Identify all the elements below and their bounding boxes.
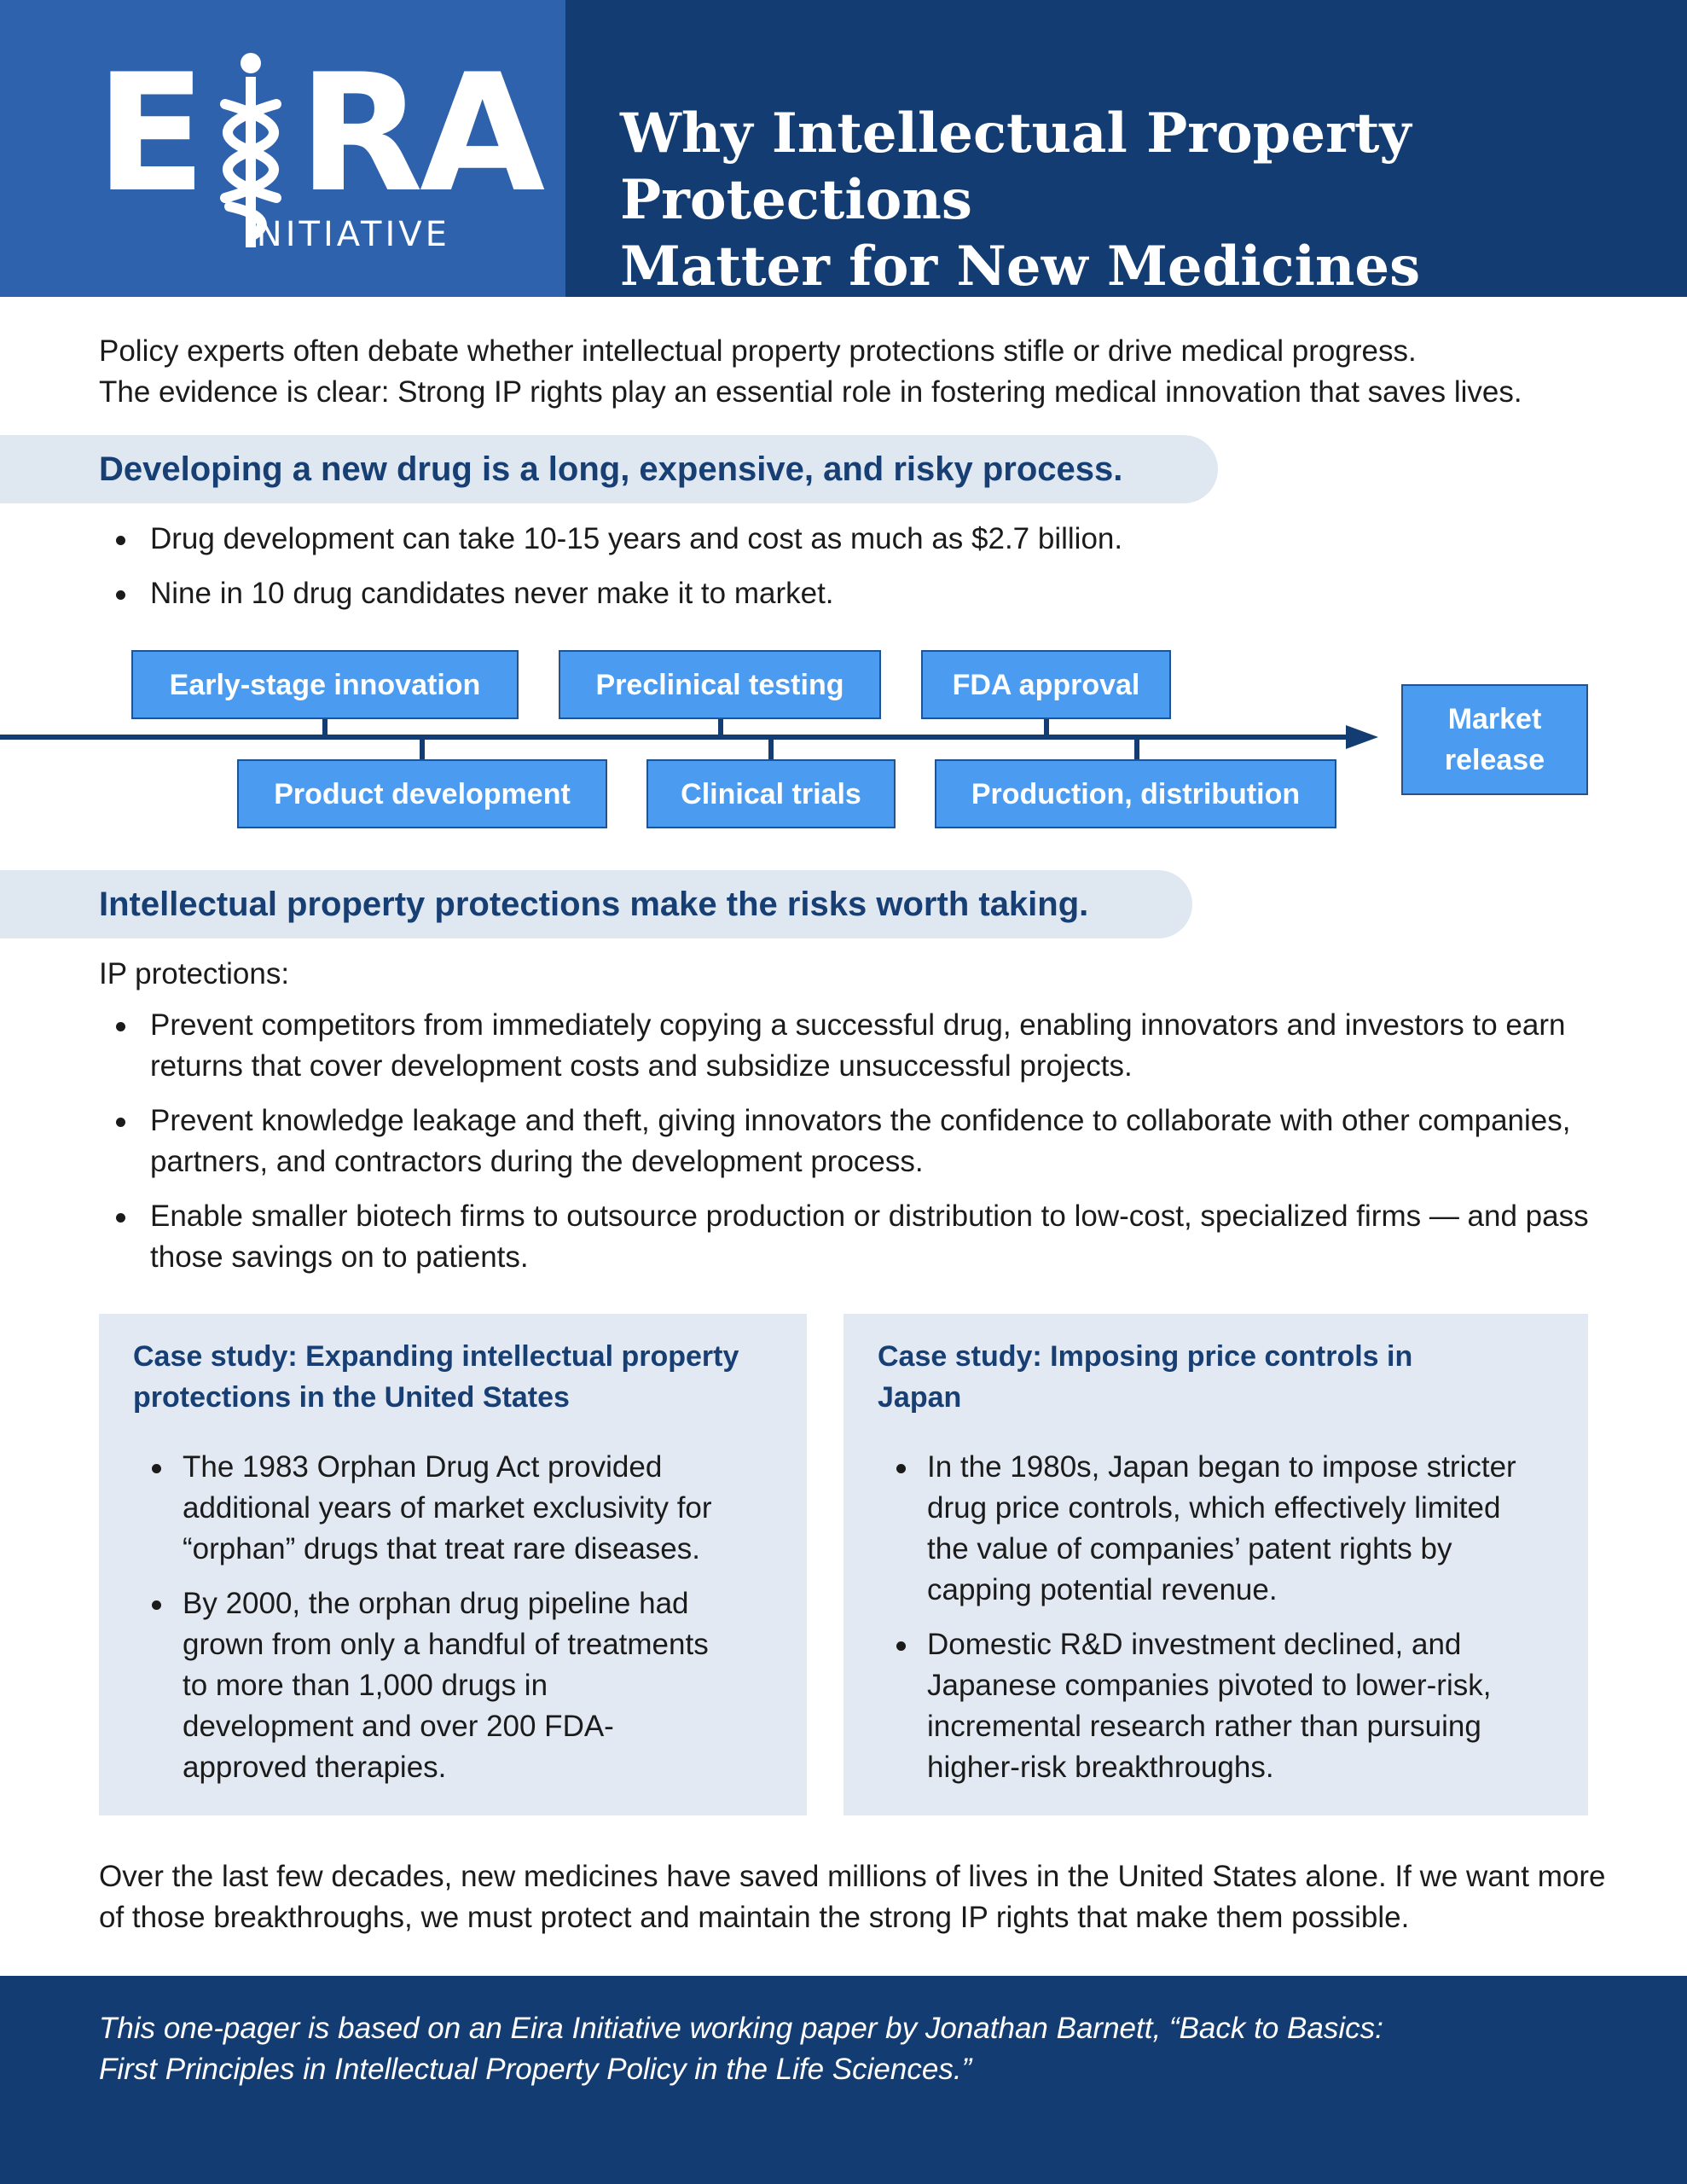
case-study-united-states: Case study: Expanding intellectual prope…	[99, 1314, 807, 1815]
closing-paragraph: Over the last few decades, new medicines…	[99, 1860, 1606, 1934]
case-study-title: Case study: Expanding intellectual prope…	[133, 1340, 739, 1414]
section-heading-ip-protections: Intellectual property protections make t…	[0, 870, 1192, 938]
timeline-arrow-icon	[1346, 725, 1378, 749]
logo-subtitle: INITIATIVE	[243, 215, 450, 254]
stage-fda-approval: FDA approval	[921, 650, 1171, 719]
timeline-tick	[322, 717, 328, 740]
timeline-line	[0, 735, 1348, 740]
timeline-tick	[718, 717, 723, 740]
list-item: Enable smaller biotech firms to outsourc…	[99, 1196, 1600, 1278]
drug-development-timeline: Early-stage innovation Preclinical testi…	[0, 648, 1687, 836]
case-study-list: In the 1980s, Japan began to impose stri…	[878, 1447, 1554, 1788]
case-study-japan: Case study: Imposing price controls in J…	[844, 1314, 1588, 1815]
list-item: Prevent competitors from immediately cop…	[99, 1005, 1600, 1087]
stage-early-stage-innovation: Early-stage innovation	[131, 650, 519, 719]
footer-citation: This one-pager is based on an Eira Initi…	[99, 2012, 1383, 2086]
timeline-tick	[1044, 717, 1049, 740]
footer: This one-pager is based on an Eira Initi…	[0, 1976, 1687, 2184]
caduceus-icon	[208, 53, 293, 249]
ip-protections-list: Prevent competitors from immediately cop…	[99, 1005, 1600, 1292]
stage-preclinical-testing: Preclinical testing	[559, 650, 881, 719]
timeline-tick	[420, 737, 425, 759]
list-item: Prevent knowledge leakage and theft, giv…	[99, 1101, 1600, 1182]
case-study-title: Case study: Imposing price controls in J…	[878, 1340, 1413, 1414]
list-item: Drug development can take 10-15 years an…	[99, 519, 1617, 560]
ip-protections-lead: IP protections:	[99, 957, 290, 990]
list-item: In the 1980s, Japan began to impose stri…	[878, 1447, 1543, 1611]
list-item: By 2000, the orphan drug pipeline had gr…	[133, 1583, 713, 1788]
timeline-tick	[768, 737, 774, 759]
intro-paragraph: Policy experts often debate whether inte…	[99, 334, 1522, 409]
section-heading-drug-development: Developing a new drug is a long, expensi…	[0, 435, 1218, 503]
list-item: Domestic R&D investment declined, and Ja…	[878, 1624, 1543, 1788]
stage-clinical-trials: Clinical trials	[646, 759, 896, 828]
page-title: Why Intellectual Property Protections Ma…	[620, 102, 1421, 299]
title-panel: Why Intellectual Property Protections Ma…	[565, 0, 1687, 299]
header: E RA INITIATIVE Why Intellectual Propert…	[0, 0, 1687, 299]
list-item: The 1983 Orphan Drug Act provided additi…	[133, 1447, 747, 1570]
timeline-tick	[1134, 737, 1139, 759]
case-study-list: The 1983 Orphan Drug Act provided additi…	[133, 1447, 773, 1788]
stage-product-development: Product development	[237, 759, 607, 828]
stage-market-release: Market release	[1401, 684, 1588, 795]
eira-logo: E RA	[96, 53, 545, 249]
list-item: Nine in 10 drug candidates never make it…	[99, 573, 1617, 614]
logo-panel: E RA INITIATIVE	[0, 0, 565, 297]
drug-development-list: Drug development can take 10-15 years an…	[99, 519, 1617, 628]
stage-production-distribution: Production, distribution	[935, 759, 1336, 828]
